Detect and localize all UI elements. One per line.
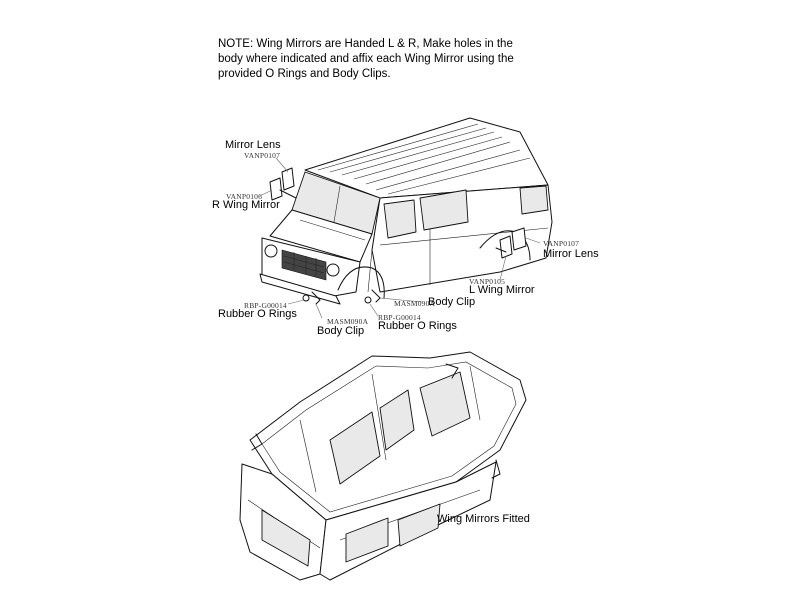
- l-wing-mirror-part: [495, 227, 527, 259]
- rubber-o-rings-right-label: Rubber O Rings: [378, 320, 457, 332]
- l-wing-mirror-code: VANP0105: [469, 277, 506, 286]
- body-clip-right-code: MASM090A: [394, 299, 436, 308]
- r-wing-mirror-label: R Wing Mirror: [212, 199, 280, 211]
- body-clip-left-label: Body Clip: [317, 325, 365, 337]
- r-wing-mirror-code: VANP0106: [226, 192, 263, 201]
- mirror-lens-left-label: Mirror Lens: [225, 139, 281, 151]
- l-wing-mirror-label: L Wing Mirror: [469, 284, 535, 296]
- body-clip-left-code: MASM090A: [327, 317, 369, 326]
- van-body-drawing: [259, 117, 553, 305]
- r-wing-mirror-part: [269, 167, 297, 201]
- o-ring-left-code: RBP-G00014: [244, 301, 287, 310]
- assembly-note: NOTE: Wing Mirrors are Handed L & R, Mak…: [218, 38, 514, 80]
- rubber-o-rings-left-label: Rubber O Rings: [218, 308, 297, 320]
- body-shell-drawing: [239, 351, 527, 581]
- mirror-lens-right-code: VANP0107: [543, 239, 580, 248]
- mirror-lens-right-label: Mirror Lens: [543, 248, 599, 260]
- body-clip-right-label: Body Clip: [428, 296, 476, 308]
- mirror-lens-left-code: VANP0107: [244, 151, 281, 160]
- wing-mirrors-fitted-label: Wing Mirrors Fitted: [437, 513, 530, 525]
- leader-lines: [259, 157, 541, 319]
- o-ring-right-code: RBP-G00014: [378, 313, 421, 322]
